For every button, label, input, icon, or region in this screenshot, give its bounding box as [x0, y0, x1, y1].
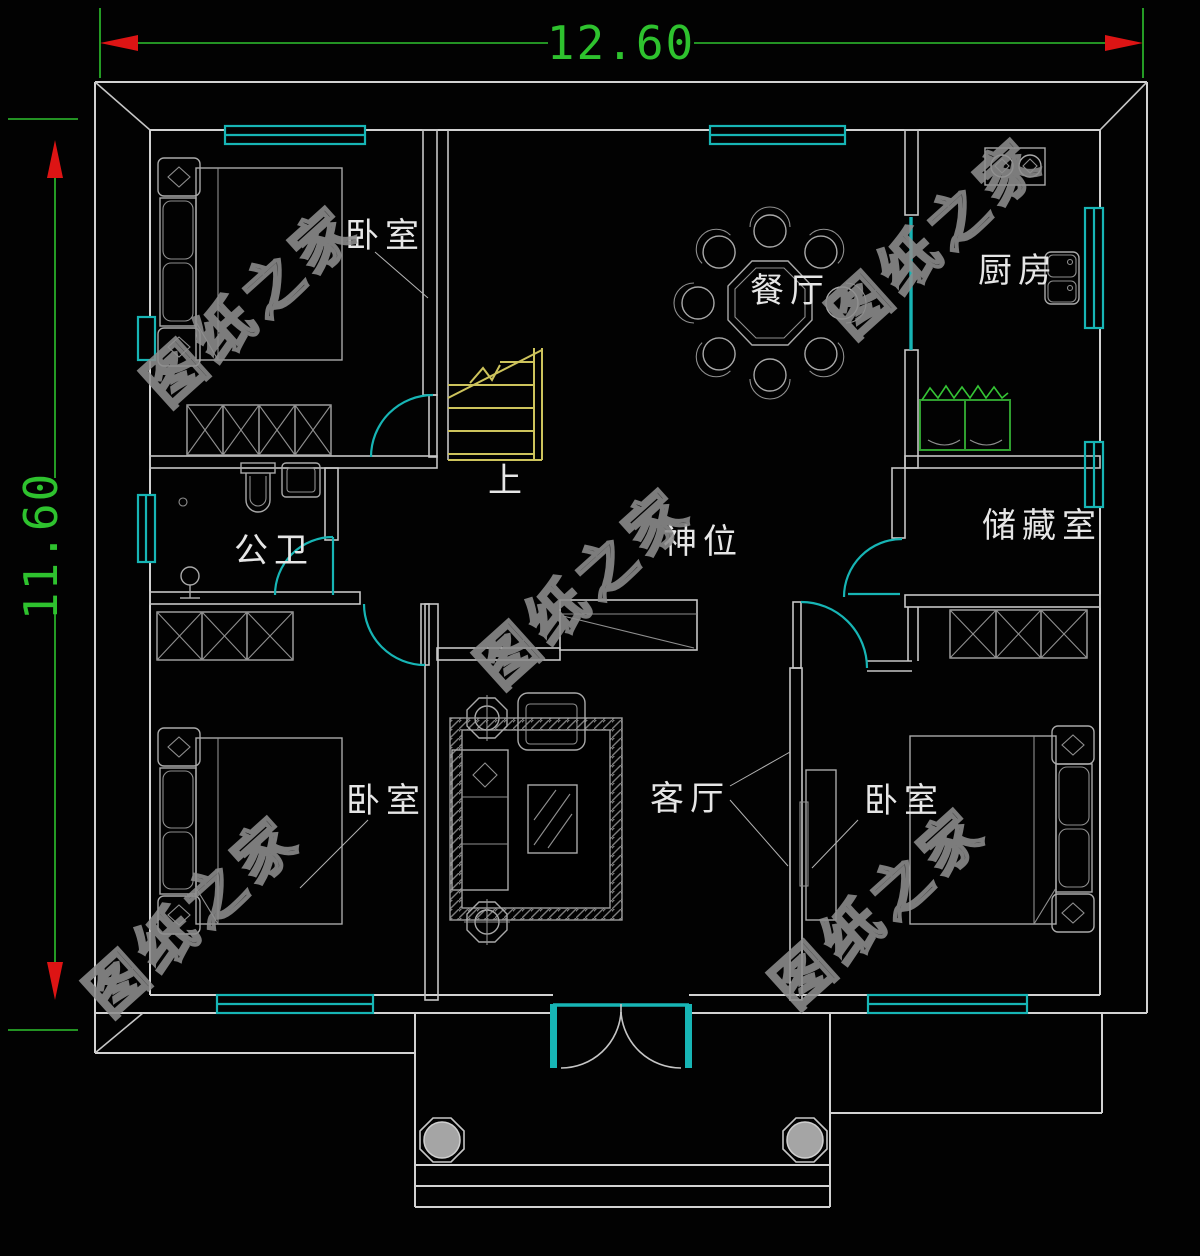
- watermark-5: 图纸之家: [759, 794, 1001, 1021]
- furniture-dining: [673, 206, 867, 400]
- room-labels: 卧室 餐厅 厨房 公卫 上 神位 储藏室 客厅 卧室 卧室: [234, 217, 1102, 820]
- door-storage: [842, 537, 903, 598]
- side-terrace: [830, 1013, 1103, 1114]
- entry-porch: [414, 1013, 1103, 1208]
- room-label-kitchen: 厨房: [978, 252, 1058, 290]
- door-bedroom3: [792, 600, 869, 669]
- height-dimension-label: 11.60: [14, 472, 68, 620]
- door-bedroom1: [369, 393, 438, 458]
- furniture-bedroom-bottom-right: [909, 609, 1095, 933]
- dining-chairs: [673, 206, 867, 400]
- window-bedroom1-top: [223, 124, 367, 146]
- room-label-storage: 储藏室: [982, 507, 1102, 545]
- window-bedroom3-bottom: [866, 993, 1029, 1015]
- window-bathroom-left: [136, 493, 157, 564]
- entry-double-door: [550, 1003, 692, 1069]
- door-bathroom: [273, 535, 335, 596]
- door-bedroom2: [362, 603, 430, 667]
- furniture-kitchen: [919, 147, 1080, 451]
- window-kitchen-right: [1083, 206, 1105, 330]
- window-dining-top: [708, 124, 847, 146]
- window-storage-right: [1083, 440, 1105, 509]
- wardrobe-bedroom3: [949, 609, 1088, 659]
- wardrobe-bedroom2: [156, 611, 294, 661]
- room-label-bedroom-top-left: 卧室: [345, 217, 425, 255]
- room-label-shrine: 神位: [663, 523, 743, 561]
- stairs: [447, 348, 543, 461]
- outer-walls: [94, 81, 1148, 1054]
- dimension-left: 11.60: [8, 118, 78, 1031]
- window-bedroom1-left: [136, 315, 157, 362]
- dim-arrow-up: [47, 140, 63, 178]
- furniture-bathroom: [178, 462, 321, 599]
- plant-bottom: [464, 899, 510, 945]
- stairs-up-label: 上: [488, 462, 528, 500]
- tv-cabinet: [799, 769, 837, 921]
- watermark-3: 图纸之家: [464, 474, 706, 701]
- dim-arrow-down: [47, 962, 63, 1000]
- porch-column-right: [782, 1117, 828, 1163]
- furniture-living: [449, 692, 837, 945]
- watermark-2: 图纸之家: [816, 124, 1058, 351]
- room-label-bedroom-bottom-left: 卧室: [346, 782, 426, 820]
- shrine-cabinet: [559, 599, 698, 651]
- kitchen-counter: [919, 384, 1011, 451]
- furniture-bedroom-top-left: [157, 157, 343, 456]
- width-dimension-label: 12.60: [547, 16, 695, 70]
- room-label-living: 客厅: [650, 780, 730, 818]
- plant-top: [464, 695, 510, 741]
- window-bedroom2-bottom: [215, 993, 375, 1015]
- room-label-dining: 餐厅: [750, 272, 830, 310]
- dimension-top: 12.60: [99, 8, 1144, 78]
- porch-column-left: [419, 1117, 465, 1163]
- wardrobe-bedroom1: [186, 404, 332, 456]
- room-label-bedroom-bottom-right: 卧室: [864, 782, 944, 820]
- dim-arrow-right: [1105, 35, 1143, 51]
- room-label-bathroom: 公卫: [234, 532, 314, 570]
- watermark-1: 图纸之家: [131, 192, 373, 419]
- leader-lines: [299, 251, 859, 889]
- doors: [273, 217, 913, 1069]
- windows: [136, 124, 1105, 1015]
- dim-arrow-left: [100, 35, 138, 51]
- furniture-bedroom-bottom-left: [156, 611, 343, 935]
